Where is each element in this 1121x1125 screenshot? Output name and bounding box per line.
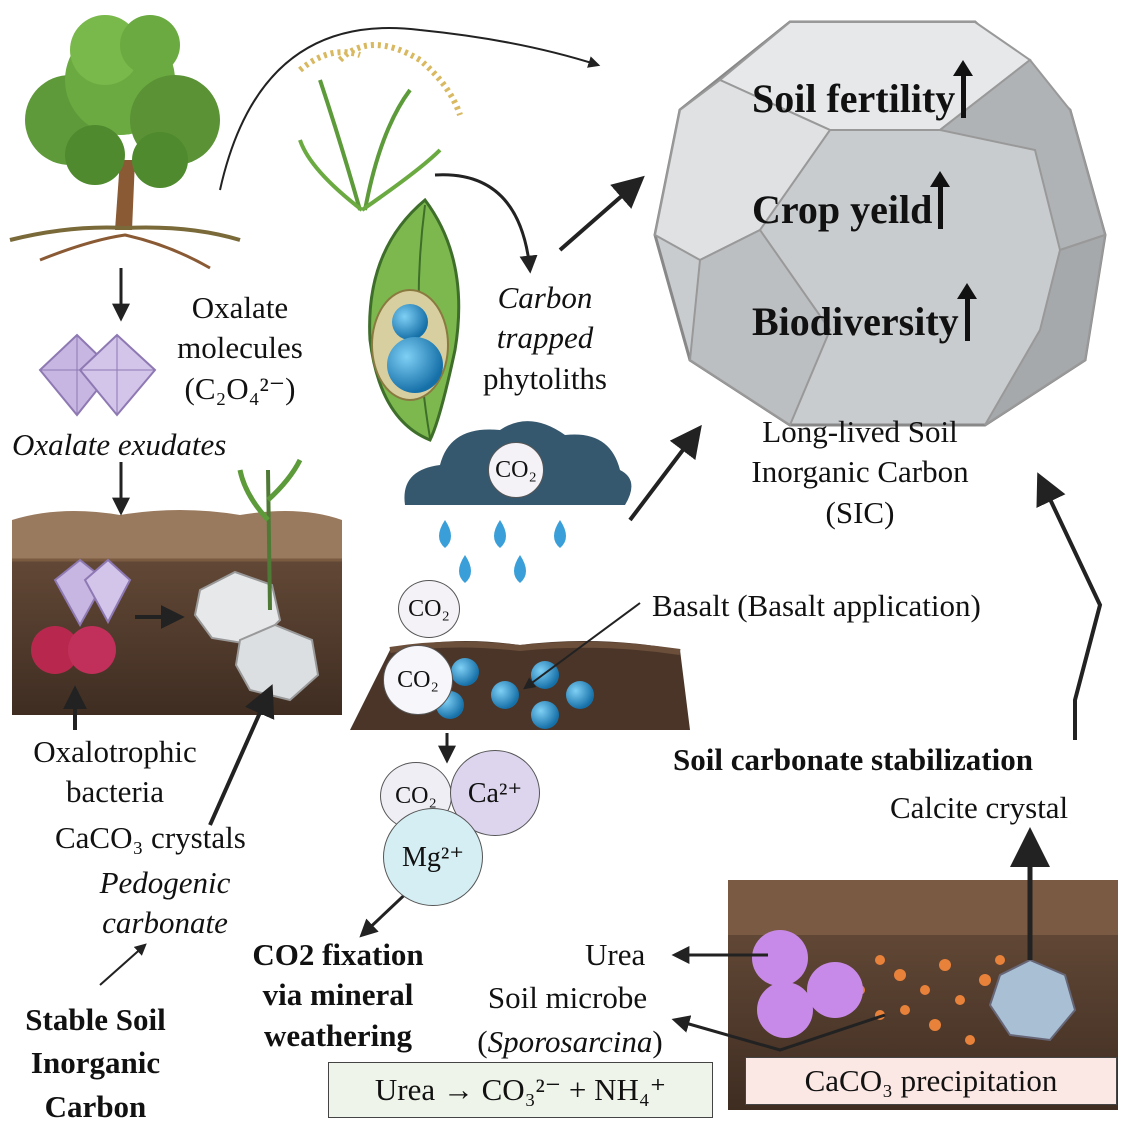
- phytolith-line2: trapped: [496, 320, 594, 356]
- stable-sic-label: Stable Soil Inorganic Carbon: [8, 998, 183, 1125]
- soil-carbonate-stabilization-label: Soil carbonate stabilization: [673, 742, 1033, 777]
- outcome-biodiversity: Biodiversity: [752, 283, 977, 345]
- oxalate-formula: (C₂O₄²⁻): [184, 370, 296, 406]
- co2-bubble-ions: CO₂: [380, 762, 452, 830]
- co2-bubble-cloud: CO₂: [488, 442, 544, 498]
- bacteria-line2: bacteria: [65, 774, 165, 810]
- stable-line1: Stable Soil: [25, 1002, 166, 1037]
- co2-bubble-air: CO₂: [398, 580, 460, 638]
- weathering-line3: weathering: [263, 1017, 413, 1053]
- rice-plant-graphic: [298, 42, 463, 212]
- stable-line2: Inorganic: [30, 1045, 161, 1081]
- urea-equation-box: Urea → CO₃²⁻ + NH₄⁺: [328, 1062, 713, 1118]
- up-arrow-icon: [956, 283, 977, 341]
- sic-label: Long-lived Soil Inorganic Carbon (SIC): [720, 412, 1000, 533]
- basalt-label: Basalt (Basalt application): [652, 588, 981, 623]
- oxalate-exudates-label: Oxalate exudates: [12, 427, 227, 462]
- co2-bubble-field: CO₂: [383, 645, 453, 715]
- outcome-crop-yield-text: Crop yeild: [752, 187, 933, 232]
- sic-line3: (SIC): [825, 494, 895, 530]
- phytolith-line1: Carbon: [497, 280, 593, 315]
- pedogenic-line1: Pedogenic: [99, 865, 231, 900]
- sic-line1: Long-lived Soil: [762, 414, 958, 449]
- sporosarcina-text: Sporosarcina: [487, 1024, 653, 1059]
- paren-open: (: [477, 1024, 488, 1059]
- calcite-crystal-label: Calcite crystal: [890, 790, 1069, 825]
- arrows: [63, 27, 1103, 1052]
- pedogenic-carbonate-label: Pedogenic carbonate: [80, 863, 250, 944]
- weathering-line2: via mineral: [262, 977, 414, 1013]
- oxalotrophic-bacteria-label: Oxalotrophic bacteria: [15, 732, 215, 813]
- paren-close: ): [652, 1024, 663, 1059]
- caco3-precipitation-box: CaCO₃ precipitation: [745, 1057, 1117, 1105]
- pedogenic-line2: carbonate: [102, 905, 228, 941]
- weathering-line1: CO2 fixation: [252, 937, 424, 972]
- tree-graphic: [9, 15, 241, 270]
- soil-microbe-label: Soil microbe: [487, 980, 648, 1015]
- left-soil-graphic: [12, 458, 342, 715]
- polyhedron-graphic: [653, 20, 1107, 427]
- stable-line3: Carbon: [44, 1088, 147, 1124]
- sic-line2: Inorganic Carbon: [751, 454, 969, 490]
- outcome-crop-yield: Crop yeild: [752, 171, 951, 233]
- up-arrow-icon: [953, 60, 974, 118]
- leaf-graphic: [368, 197, 461, 442]
- bacteria-line1: Oxalotrophic: [33, 734, 197, 769]
- outcome-biodiversity-text: Biodiversity: [752, 299, 959, 344]
- caco3-crystals-label: CaCO₃ crystals: [55, 820, 246, 855]
- sporosarcina-label: (Sporosarcina): [455, 1022, 685, 1062]
- up-arrow-icon: [930, 171, 951, 229]
- co2-fixation-label: CO2 fixation via mineral weathering: [228, 935, 448, 1056]
- urea-label: Urea: [585, 937, 646, 972]
- oxalate-line2: molecules: [177, 330, 303, 366]
- mg-ion-bubble: Mg²⁺: [383, 808, 483, 906]
- oxalate-label: Oxalate molecules (C₂O₄²⁻): [150, 288, 330, 409]
- outcome-soil-fertility-text: Soil fertility: [752, 76, 956, 121]
- phytolith-label: Carbon trapped phytoliths: [470, 278, 620, 399]
- oxalate-crystal-icon: [38, 333, 157, 417]
- oxalate-line1: Oxalate: [191, 290, 289, 325]
- outcome-soil-fertility: Soil fertility: [752, 60, 974, 122]
- phytolith-line3: phytoliths: [482, 360, 607, 396]
